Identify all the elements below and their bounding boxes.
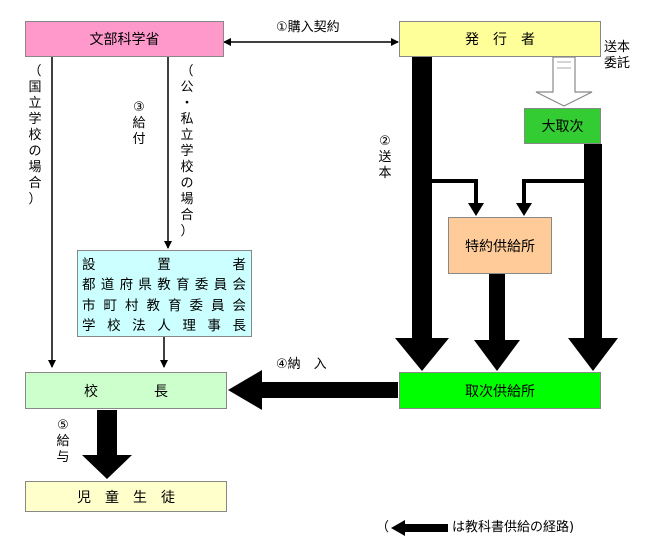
students-label: 児 童 生 徒 [77,489,175,506]
founders-text: 設 置 者 [82,257,247,274]
founders-text: 都道府県教育委員会 [82,277,247,294]
principal-box: 校 長 [25,372,227,409]
public-private-case-label: （ 公 ・ 私 立 学 校 の 場 合 ） [180,64,194,239]
shipping-commission-label: 送本 委託 [604,40,631,72]
publisher-branch-line [432,179,478,204]
shipping-label: ② 送 本 [378,134,392,181]
contract-label: ①購入契約 [276,20,340,35]
supply-label: ③ 給 付 [132,100,146,147]
founders-text: 市町村教育委員会 [82,297,247,314]
founders-box: 設 置 者 都道府県教育委員会 市町村教育委員会 学校法人理事長 [77,250,252,337]
founders-line: 市町村教育委員会 [82,294,247,314]
distribution-arrow [82,410,132,479]
legend-arrow [391,520,448,536]
special-supplier-label: 特約供給所 [465,238,535,255]
legend-text: は教科書供給の経路) [452,520,575,535]
special-supplier-box: 特約供給所 [448,217,552,274]
publisher-label: 発 行 者 [465,32,535,48]
national-case-label: （ 国 立 学 校 の 場 合 ） [28,64,42,207]
distributor-label: 大取次 [541,119,584,135]
founders-line: 学校法人理事長 [82,314,247,334]
consignment-arrow [535,56,593,107]
delivery-arrow [228,370,398,410]
publisher-branch-arrow [468,203,484,216]
publisher-to-agency-arrow [395,56,449,371]
ministry-label: 文部科学省 [89,32,160,48]
special-to-agency-arrow [474,274,520,371]
distributor-to-agency-arrow [568,144,618,371]
distributor-box: 大取次 [524,108,601,144]
agency-supplier-label: 取次供給所 [465,383,535,400]
principal-label: 校 長 [84,383,168,400]
delivery-label: ④納 入 [276,357,327,372]
agency-supplier-box: 取次供給所 [399,372,601,409]
distributor-branch-line [522,179,584,204]
distribution-label: ⑤ 給 与 [56,418,70,465]
students-box: 児 童 生 徒 [25,481,227,512]
ministry-box: 文部科学省 [25,21,224,57]
founders-text: 学校法人理事長 [82,317,247,334]
legend-open-paren: （ [376,520,390,535]
publisher-box: 発 行 者 [399,21,601,57]
distributor-branch-arrow [516,203,532,216]
founders-line: 都道府県教育委員会 [82,273,247,293]
founders-line: 設 置 者 [82,253,247,273]
